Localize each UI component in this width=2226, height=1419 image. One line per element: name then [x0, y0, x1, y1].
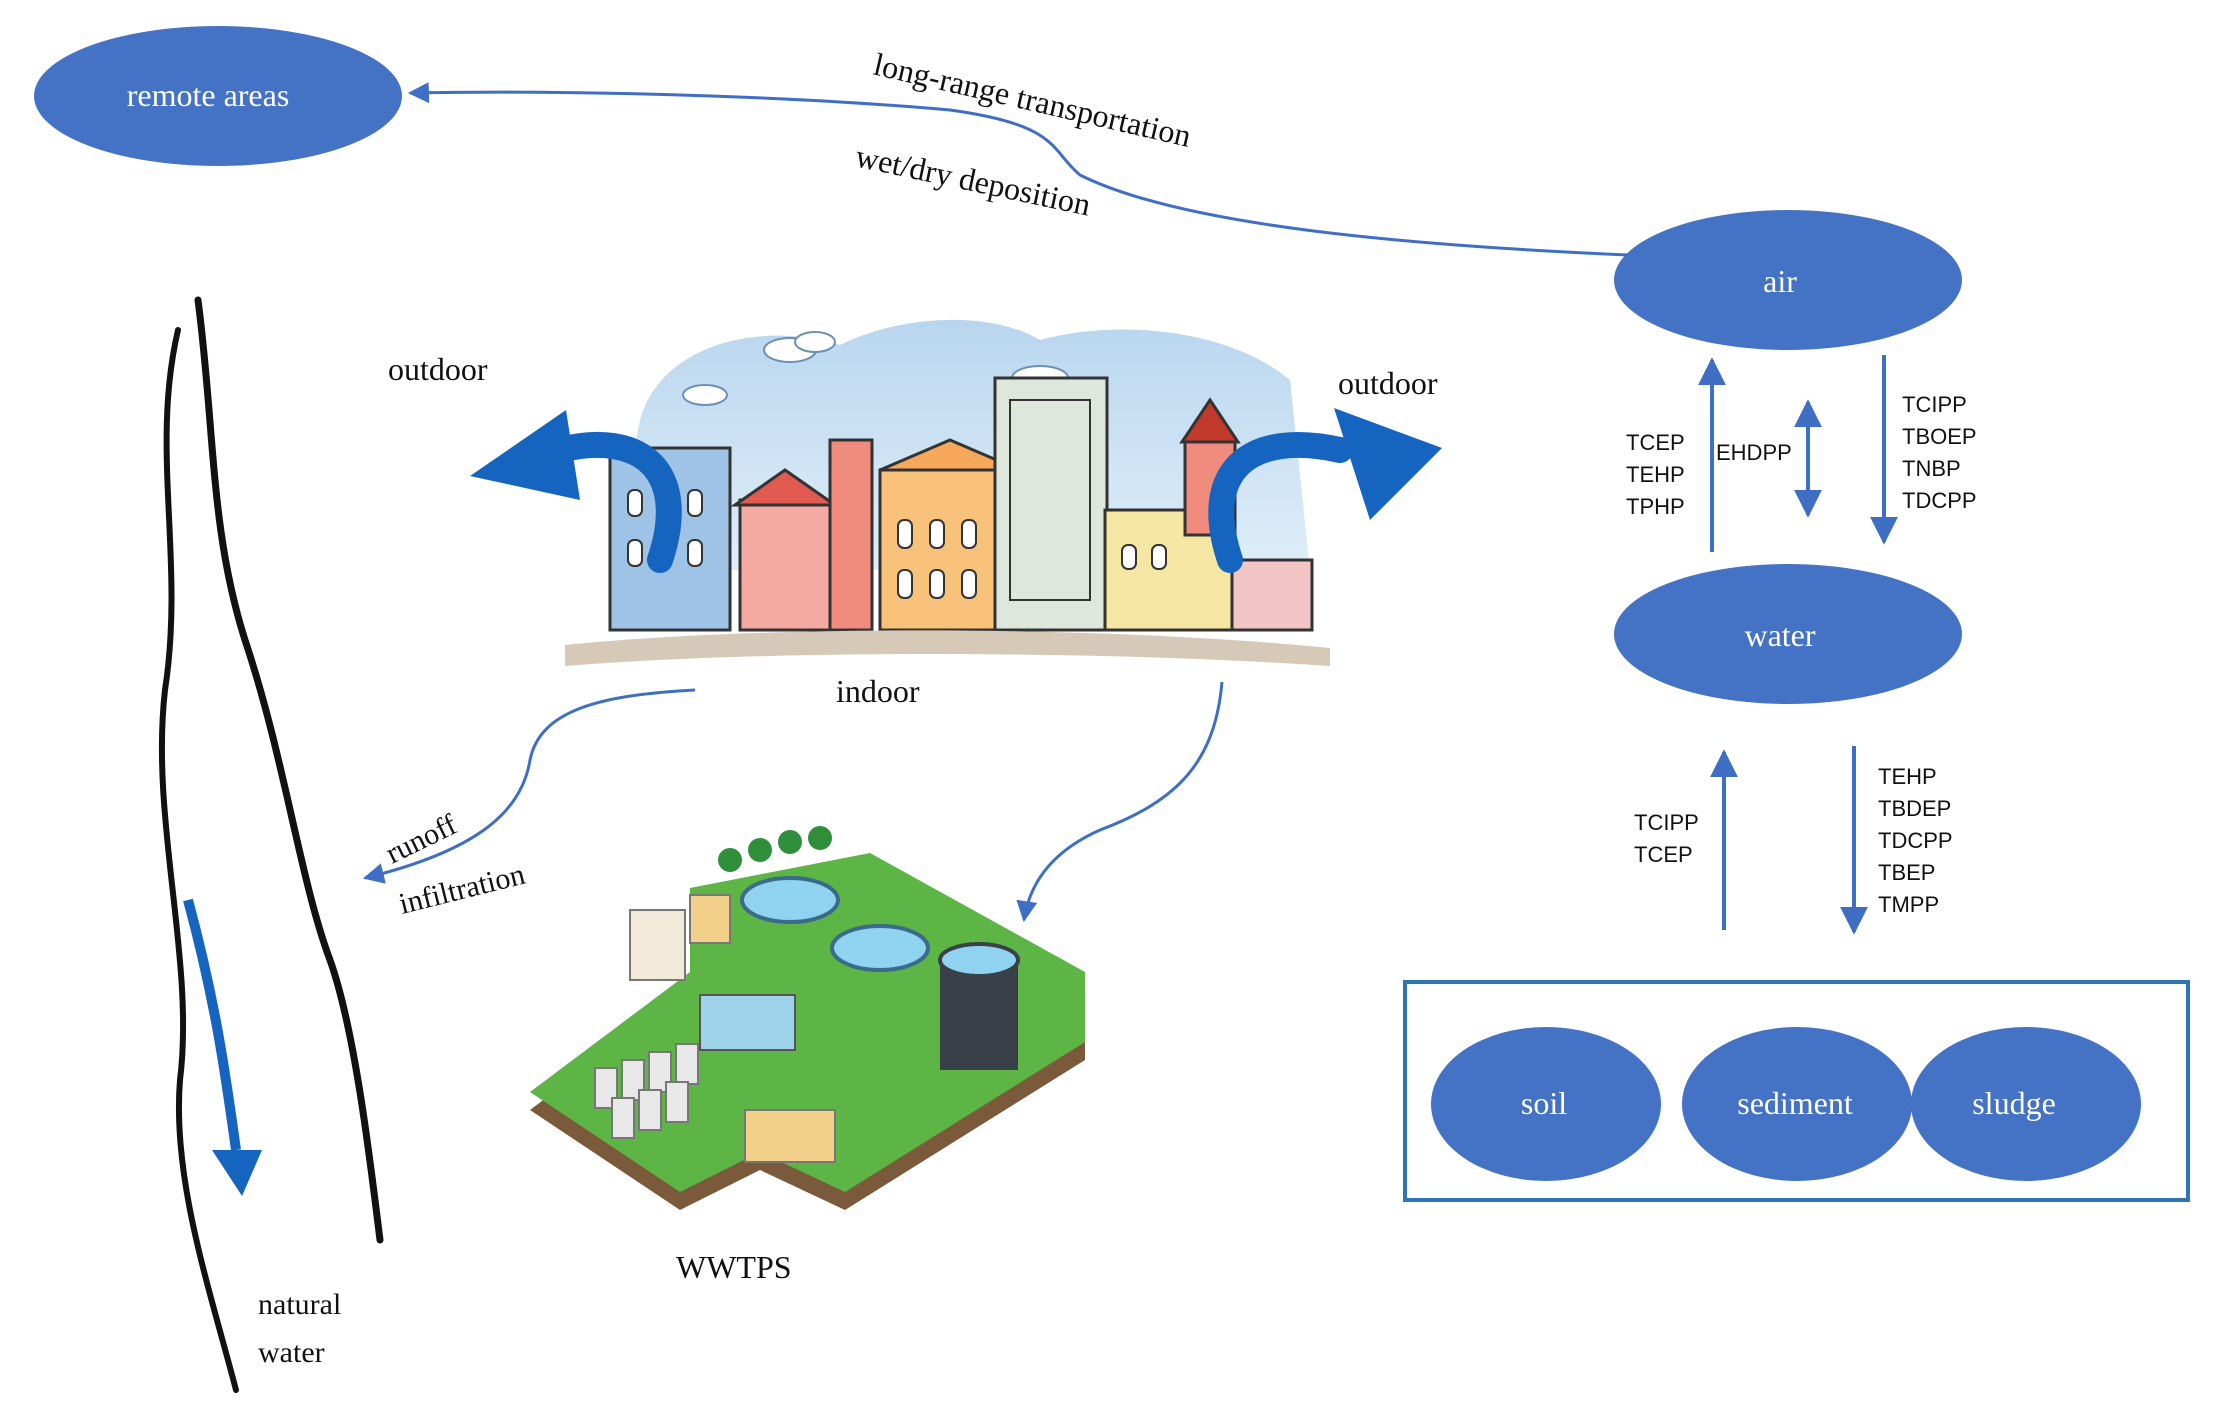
node-air: air — [1614, 210, 1962, 350]
node-sludge: sludge — [1911, 1027, 2141, 1181]
wwtp-illustration — [530, 826, 1085, 1210]
infiltration-label: infiltration — [396, 858, 528, 921]
water-soil-up-list: TCIPP TCEP — [1634, 810, 1699, 867]
chem-label: TBOEP — [1902, 424, 1977, 449]
node-sediment: sediment — [1682, 1027, 1912, 1181]
outdoor-left-arrow — [470, 410, 682, 573]
outdoor-left-label: outdoor — [388, 351, 488, 387]
chem-label: TEHP — [1626, 462, 1685, 487]
chem-label: EHDPP — [1716, 440, 1792, 465]
chem-label: TCEP — [1634, 842, 1693, 867]
water-node-label: water — [1744, 617, 1815, 653]
chem-label: TDCPP — [1878, 828, 1953, 853]
natural-water-label: water — [258, 1336, 325, 1369]
sediment-label: sediment — [1737, 1085, 1853, 1121]
wwtps-arrow — [1016, 681, 1224, 923]
wwtps-label: WWTPS — [676, 1249, 792, 1285]
chem-label: TBDEP — [1878, 796, 1951, 821]
air-water-up-list: TCEP TEHP TPHP — [1626, 430, 1685, 519]
sludge-label: sludge — [1972, 1085, 2056, 1121]
long-range-label: long-range transportation — [870, 46, 1194, 154]
runoff-arrow — [362, 688, 696, 884]
air-water-down-list: TCIPP TBOEP TNBP TDCPP — [1902, 392, 1977, 513]
city-illustration — [565, 319, 1330, 666]
chem-label: TCIPP — [1902, 392, 1967, 417]
node-water: water — [1614, 564, 1962, 704]
chem-label: TMPP — [1878, 892, 1939, 917]
air-label: air — [1763, 263, 1797, 299]
chem-label: TDCPP — [1902, 488, 1977, 513]
chem-label: TPHP — [1626, 494, 1685, 519]
soil-label: soil — [1521, 1085, 1567, 1121]
node-remote-areas: remote areas — [34, 26, 402, 166]
chem-label: TEHP — [1878, 764, 1937, 789]
node-soil: soil — [1431, 1027, 1661, 1181]
soil-sediment-sludge-box: soil sediment sludge — [1403, 980, 2190, 1202]
outdoor-right-label: outdoor — [1338, 365, 1438, 401]
long-range-arrow — [407, 82, 1629, 257]
indoor-label: indoor — [836, 673, 920, 709]
chem-label: TCEP — [1626, 430, 1685, 455]
remote-areas-label: remote areas — [127, 77, 290, 113]
chem-label: TCIPP — [1634, 810, 1699, 835]
river-illustration — [158, 296, 384, 1393]
water-soil-down-list: TEHP TBDEP TDCPP TBEP TMPP — [1878, 764, 1953, 917]
chem-label: TNBP — [1902, 456, 1961, 481]
natural-label: natural — [258, 1288, 341, 1321]
chem-label: TBEP — [1878, 860, 1935, 885]
outdoor-right-arrow — [1208, 408, 1442, 573]
